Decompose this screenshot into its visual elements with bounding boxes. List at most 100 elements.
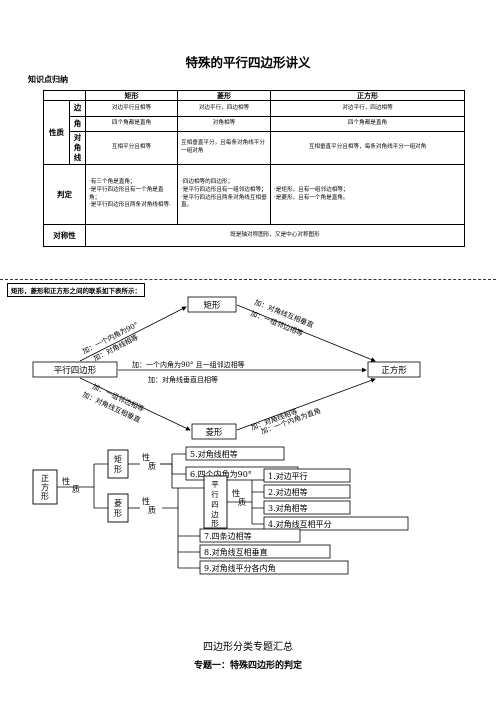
- prop-box: [199, 544, 331, 559]
- classification-title: 四边形分类专题汇总: [203, 642, 293, 653]
- judge-line: ·是平行四边形且有一组邻边相等；: [181, 187, 267, 194]
- node-para-box: [32, 361, 118, 378]
- judge-line: ·有三个角是直角；: [89, 179, 136, 186]
- prop-box: [263, 516, 409, 531]
- arrow-rhombus-square: [236, 378, 376, 431]
- tree-para-char: 行: [211, 489, 219, 499]
- rhombus-prop: 9.对角线平分各内角: [204, 563, 276, 573]
- table-row: 性质 边 对边平行且相等 对边平行，四边相等 对边平行，四边相等: [43, 100, 465, 166]
- judge-line: ·四边相等的四边形；: [181, 179, 234, 186]
- cell-rhombus-diagonal: 互相垂直平分，且每条对角线平分一组对角: [177, 130, 271, 166]
- table-row: 对称性 既是轴对称图形，又是中心对称图形: [43, 224, 465, 248]
- tree-root-char: 方: [41, 482, 49, 492]
- tree-para-prop: 性: [232, 488, 240, 498]
- tree-root-prop-1: 性: [62, 476, 70, 486]
- tree-root-char: 形: [41, 492, 49, 501]
- judge-line: ·是菱形，且有一个角是直角。: [274, 194, 349, 201]
- symmetry-text: 既是轴对称图形，又是中心对称图形: [85, 224, 465, 248]
- node-square-box: [367, 361, 421, 378]
- header-rhombus: 菱形: [177, 89, 271, 102]
- prop-box: [263, 484, 351, 499]
- edge-label: 加：一个内角为90° 且一组邻边相等: [132, 360, 245, 369]
- judge-line: ·是平行四边形且有一个角是直角；: [89, 187, 164, 201]
- tree-para-char: 边: [211, 510, 219, 519]
- rect-prop: 6.四个内角为90°: [190, 469, 252, 479]
- node-rect: 矩形: [203, 300, 221, 311]
- para-prop: 3.对角相等: [268, 503, 308, 513]
- tree-para-char: 平: [211, 480, 219, 489]
- node-para: 平行四边形: [54, 365, 97, 376]
- edge-label: 加：对角线垂直且相等: [148, 375, 218, 384]
- property-group-label: 性质: [43, 100, 70, 166]
- tree-para-prop: 质: [238, 497, 246, 507]
- section-divider: [0, 279, 496, 280]
- tree-para-char: 形: [211, 519, 219, 528]
- judge-line: ·是平行四边形且两条对角线相等.: [89, 202, 171, 209]
- rect-prop: 5.对角线相等: [190, 449, 238, 459]
- rhombus-prop: 7.四条边相等: [204, 531, 252, 541]
- arrow-para-rect: [79, 306, 187, 362]
- row-label-side: 边: [69, 100, 86, 117]
- rhombus-prop: 8.对角线互相垂直: [204, 547, 268, 557]
- tree-para-box: [203, 475, 228, 529]
- judge-line: ·是矩形，且有一组邻边相等；: [274, 187, 349, 194]
- cell-square-diagonal: 互相垂直平分且相等，每条对角线平分一组对角: [270, 130, 465, 166]
- cell-rhombus-judge: ·四边相等的四边形； ·是平行四边形且有一组邻边相等； ·是平行四边形且两条对角…: [177, 164, 271, 226]
- judge-label: 判定: [43, 164, 86, 226]
- tree-rhombus-char: 菱: [114, 498, 122, 508]
- judge-line: ·是平行四边形且两条对角线互相垂直。: [181, 194, 267, 209]
- cell-rect-angle: 四个角都是直角: [85, 115, 178, 132]
- prop-box: [199, 560, 349, 575]
- cell-rhombus-side: 对边平行，四边相等: [177, 100, 271, 117]
- prop-box: [263, 500, 351, 515]
- cell-square-angle: 四个角都是直角: [270, 115, 465, 132]
- tree-rect-prop: 性: [142, 452, 150, 462]
- knowledge-table: 矩形 菱形 正方形 性质 边 对边平行且相等 对边平行，四边相等 对边平行，四边…: [43, 89, 465, 248]
- node-rect-box: [187, 296, 237, 313]
- tree-rect-char: 形: [114, 465, 122, 474]
- tree-para-char: 四: [211, 500, 219, 509]
- table-row: 判定 ·有三个角是直角； ·是平行四边形且有一个角是直角； ·是平行四边形且两条…: [43, 164, 465, 226]
- tree-rect-char: 矩: [114, 454, 122, 464]
- node-rhombus: 菱形: [205, 427, 223, 438]
- cell-rect-side: 对边平行且相等: [85, 100, 178, 117]
- tree-root-box: [32, 469, 58, 505]
- para-prop: 1.对边平行: [268, 471, 308, 481]
- tree-rhombus-box: [107, 493, 129, 523]
- cell-square-judge: ·是矩形，且有一组邻边相等； ·是菱形，且有一个角是直角。: [270, 164, 465, 226]
- property-tree: 正 方 形 性 质 矩 形 性 质 菱 形 性 质 5.对角线相等: [32, 446, 409, 575]
- tree-root-prop-2: 质: [72, 484, 80, 494]
- relation-diagram: 矩形 平行四边形 正方形 菱形 加：一个内角为90° 加：对角线相等 加：对角线…: [32, 296, 421, 440]
- tree-rect-prop: 质: [148, 461, 156, 471]
- table-header-row: 矩形 菱形 正方形: [43, 89, 465, 102]
- cell-rect-judge: ·有三个角是直角； ·是平行四边形且有一个角是直角； ·是平行四边形且两条对角线…: [85, 164, 178, 226]
- relation-note: 矩形，菱形和正方形之间的联系如下表所示：: [7, 283, 145, 297]
- symmetry-label: 对称性: [43, 224, 86, 248]
- header-square: 正方形: [270, 89, 465, 102]
- document-title: 特殊的平行四边形讲义: [185, 55, 311, 70]
- tree-root-char: 正: [41, 474, 49, 483]
- node-rhombus-box: [191, 423, 237, 440]
- prop-box: [199, 528, 301, 543]
- topic-title: 专题一：特殊四边形的判定: [193, 661, 302, 671]
- cell-rhombus-angle: 对角相等: [177, 115, 271, 132]
- cell-rect-diagonal: 互相平分且相等: [85, 130, 178, 166]
- tree-rect-box: [107, 449, 129, 479]
- section-label: 知识点归纳: [28, 74, 68, 84]
- prop-box: [263, 468, 351, 483]
- tree-rhombus-prop: 质: [148, 505, 156, 515]
- table-row: 对角线 互相平分且相等 互相垂直平分，且每条对角线平分一组对角 互相垂直平分且相…: [44, 130, 465, 166]
- arrow-para-rhombus: [79, 377, 191, 431]
- arrow-rect-square: [236, 304, 376, 362]
- para-prop: 4.对角线互相平分: [268, 519, 332, 529]
- cell-square-side: 对边平行，四边相等: [270, 100, 465, 117]
- node-square: 正方形: [381, 365, 407, 376]
- header-rect: 矩形: [85, 89, 178, 102]
- tree-rhombus-prop: 性: [142, 496, 150, 506]
- prop-box: [185, 446, 285, 461]
- row-label-diagonal: 对角线: [69, 130, 86, 166]
- row-label-angle: 角: [69, 115, 86, 132]
- table-row: 角 四个角都是直角 对角相等 四个角都是直角: [44, 115, 465, 132]
- tree-rhombus-char: 形: [114, 509, 122, 518]
- para-prop: 2.对边相等: [268, 487, 308, 497]
